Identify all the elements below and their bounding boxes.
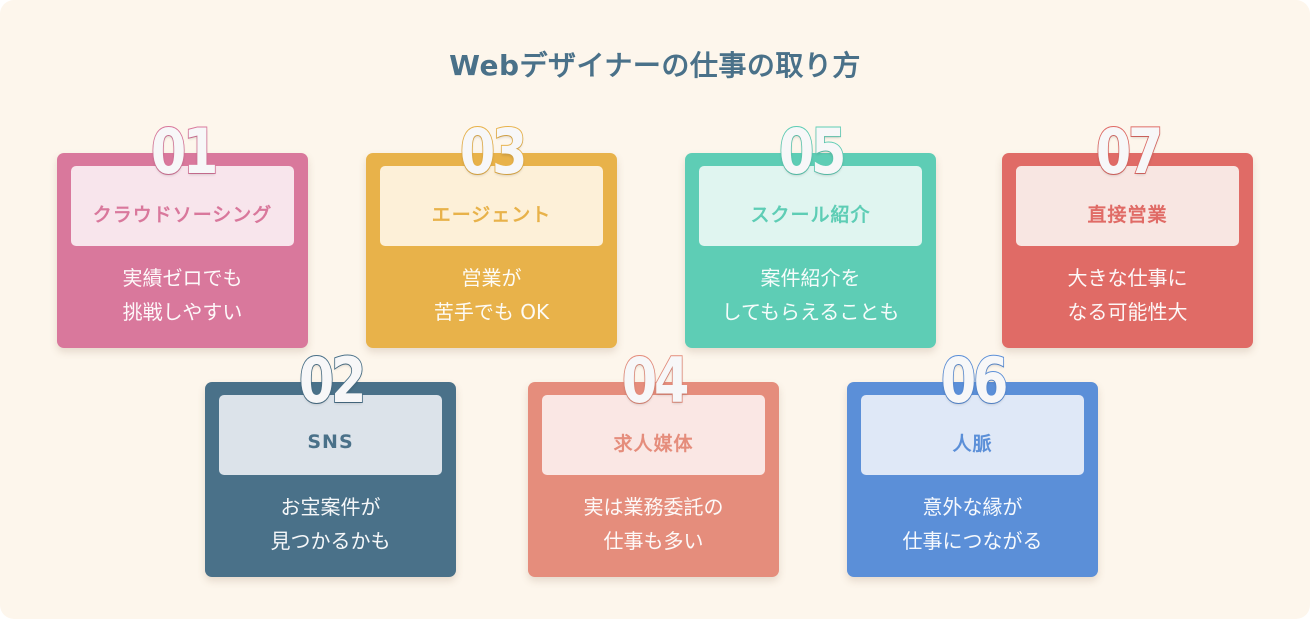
step-number: 07 <box>1095 115 1164 188</box>
method-description: 意外な縁が仕事につながる <box>847 490 1098 558</box>
description-line: 苦手でも OK <box>433 300 550 324</box>
page-title: Webデザイナーの仕事の取り方 <box>449 49 861 82</box>
method-label-box: 直接営業 <box>1016 166 1239 246</box>
description-line: なる可能性大 <box>1067 300 1188 324</box>
method-label-box: エージェント <box>380 166 603 246</box>
method-card-job-media: 求人媒体 実は業務委託の仕事も多い 04 <box>528 347 779 577</box>
description-line: 実は業務委託の <box>583 495 724 519</box>
method-label: スクール紹介 <box>750 203 871 226</box>
description-line: 大きな仕事に <box>1067 266 1188 290</box>
description-line: 実績ゼロでも <box>122 266 243 290</box>
method-card-school: スクール紹介 案件紹介をしてもらえることも 05 <box>685 118 936 348</box>
method-description: お宝案件が見つかるかも <box>205 490 456 558</box>
step-number: 03 <box>459 115 528 188</box>
method-label: エージェント <box>431 203 552 226</box>
method-description: 実は業務委託の仕事も多い <box>528 490 779 558</box>
method-card-network: 人脈 意外な縁が仕事につながる 06 <box>847 347 1098 577</box>
description-line: 仕事につながる <box>902 529 1043 553</box>
step-number: 01 <box>150 115 219 188</box>
method-description: 案件紹介をしてもらえることも <box>685 261 936 329</box>
method-label-box: 人脈 <box>861 395 1084 475</box>
step-number: 06 <box>940 344 1009 417</box>
description-line: 仕事も多い <box>603 529 704 553</box>
method-card-agent: エージェント 営業が苦手でも OK 03 <box>366 118 617 348</box>
description-line: 営業が <box>461 266 522 290</box>
step-number: 04 <box>621 344 690 417</box>
method-description: 大きな仕事になる可能性大 <box>1002 261 1253 329</box>
method-card-crowdsourcing: クラウドソーシング 実績ゼロでも挑戦しやすい 01 <box>57 118 308 348</box>
method-label-box: SNS <box>219 395 442 475</box>
method-label: クラウドソーシング <box>92 203 273 226</box>
description-line: してもらえることも <box>721 300 900 324</box>
method-label: 人脈 <box>952 432 993 455</box>
method-description: 実績ゼロでも挑戦しやすい <box>57 261 308 329</box>
description-line: 意外な縁が <box>922 495 1023 519</box>
method-label: 直接営業 <box>1087 203 1168 226</box>
step-number: 02 <box>298 344 367 417</box>
description-line: 見つかるかも <box>270 529 391 553</box>
method-label-box: 求人媒体 <box>542 395 765 475</box>
method-description: 営業が苦手でも OK <box>366 261 617 329</box>
method-label: SNS <box>307 431 354 453</box>
step-number: 05 <box>778 115 847 188</box>
method-label-box: スクール紹介 <box>699 166 922 246</box>
method-label: 求人媒体 <box>613 432 694 455</box>
description-line: 案件紹介を <box>760 266 861 290</box>
method-card-direct-sales: 直接営業 大きな仕事になる可能性大 07 <box>1002 118 1253 348</box>
description-line: お宝案件が <box>280 495 381 519</box>
description-line: 挑戦しやすい <box>122 300 243 324</box>
method-card-sns: SNS お宝案件が見つかるかも 02 <box>205 347 456 577</box>
method-label-box: クラウドソーシング <box>71 166 294 246</box>
